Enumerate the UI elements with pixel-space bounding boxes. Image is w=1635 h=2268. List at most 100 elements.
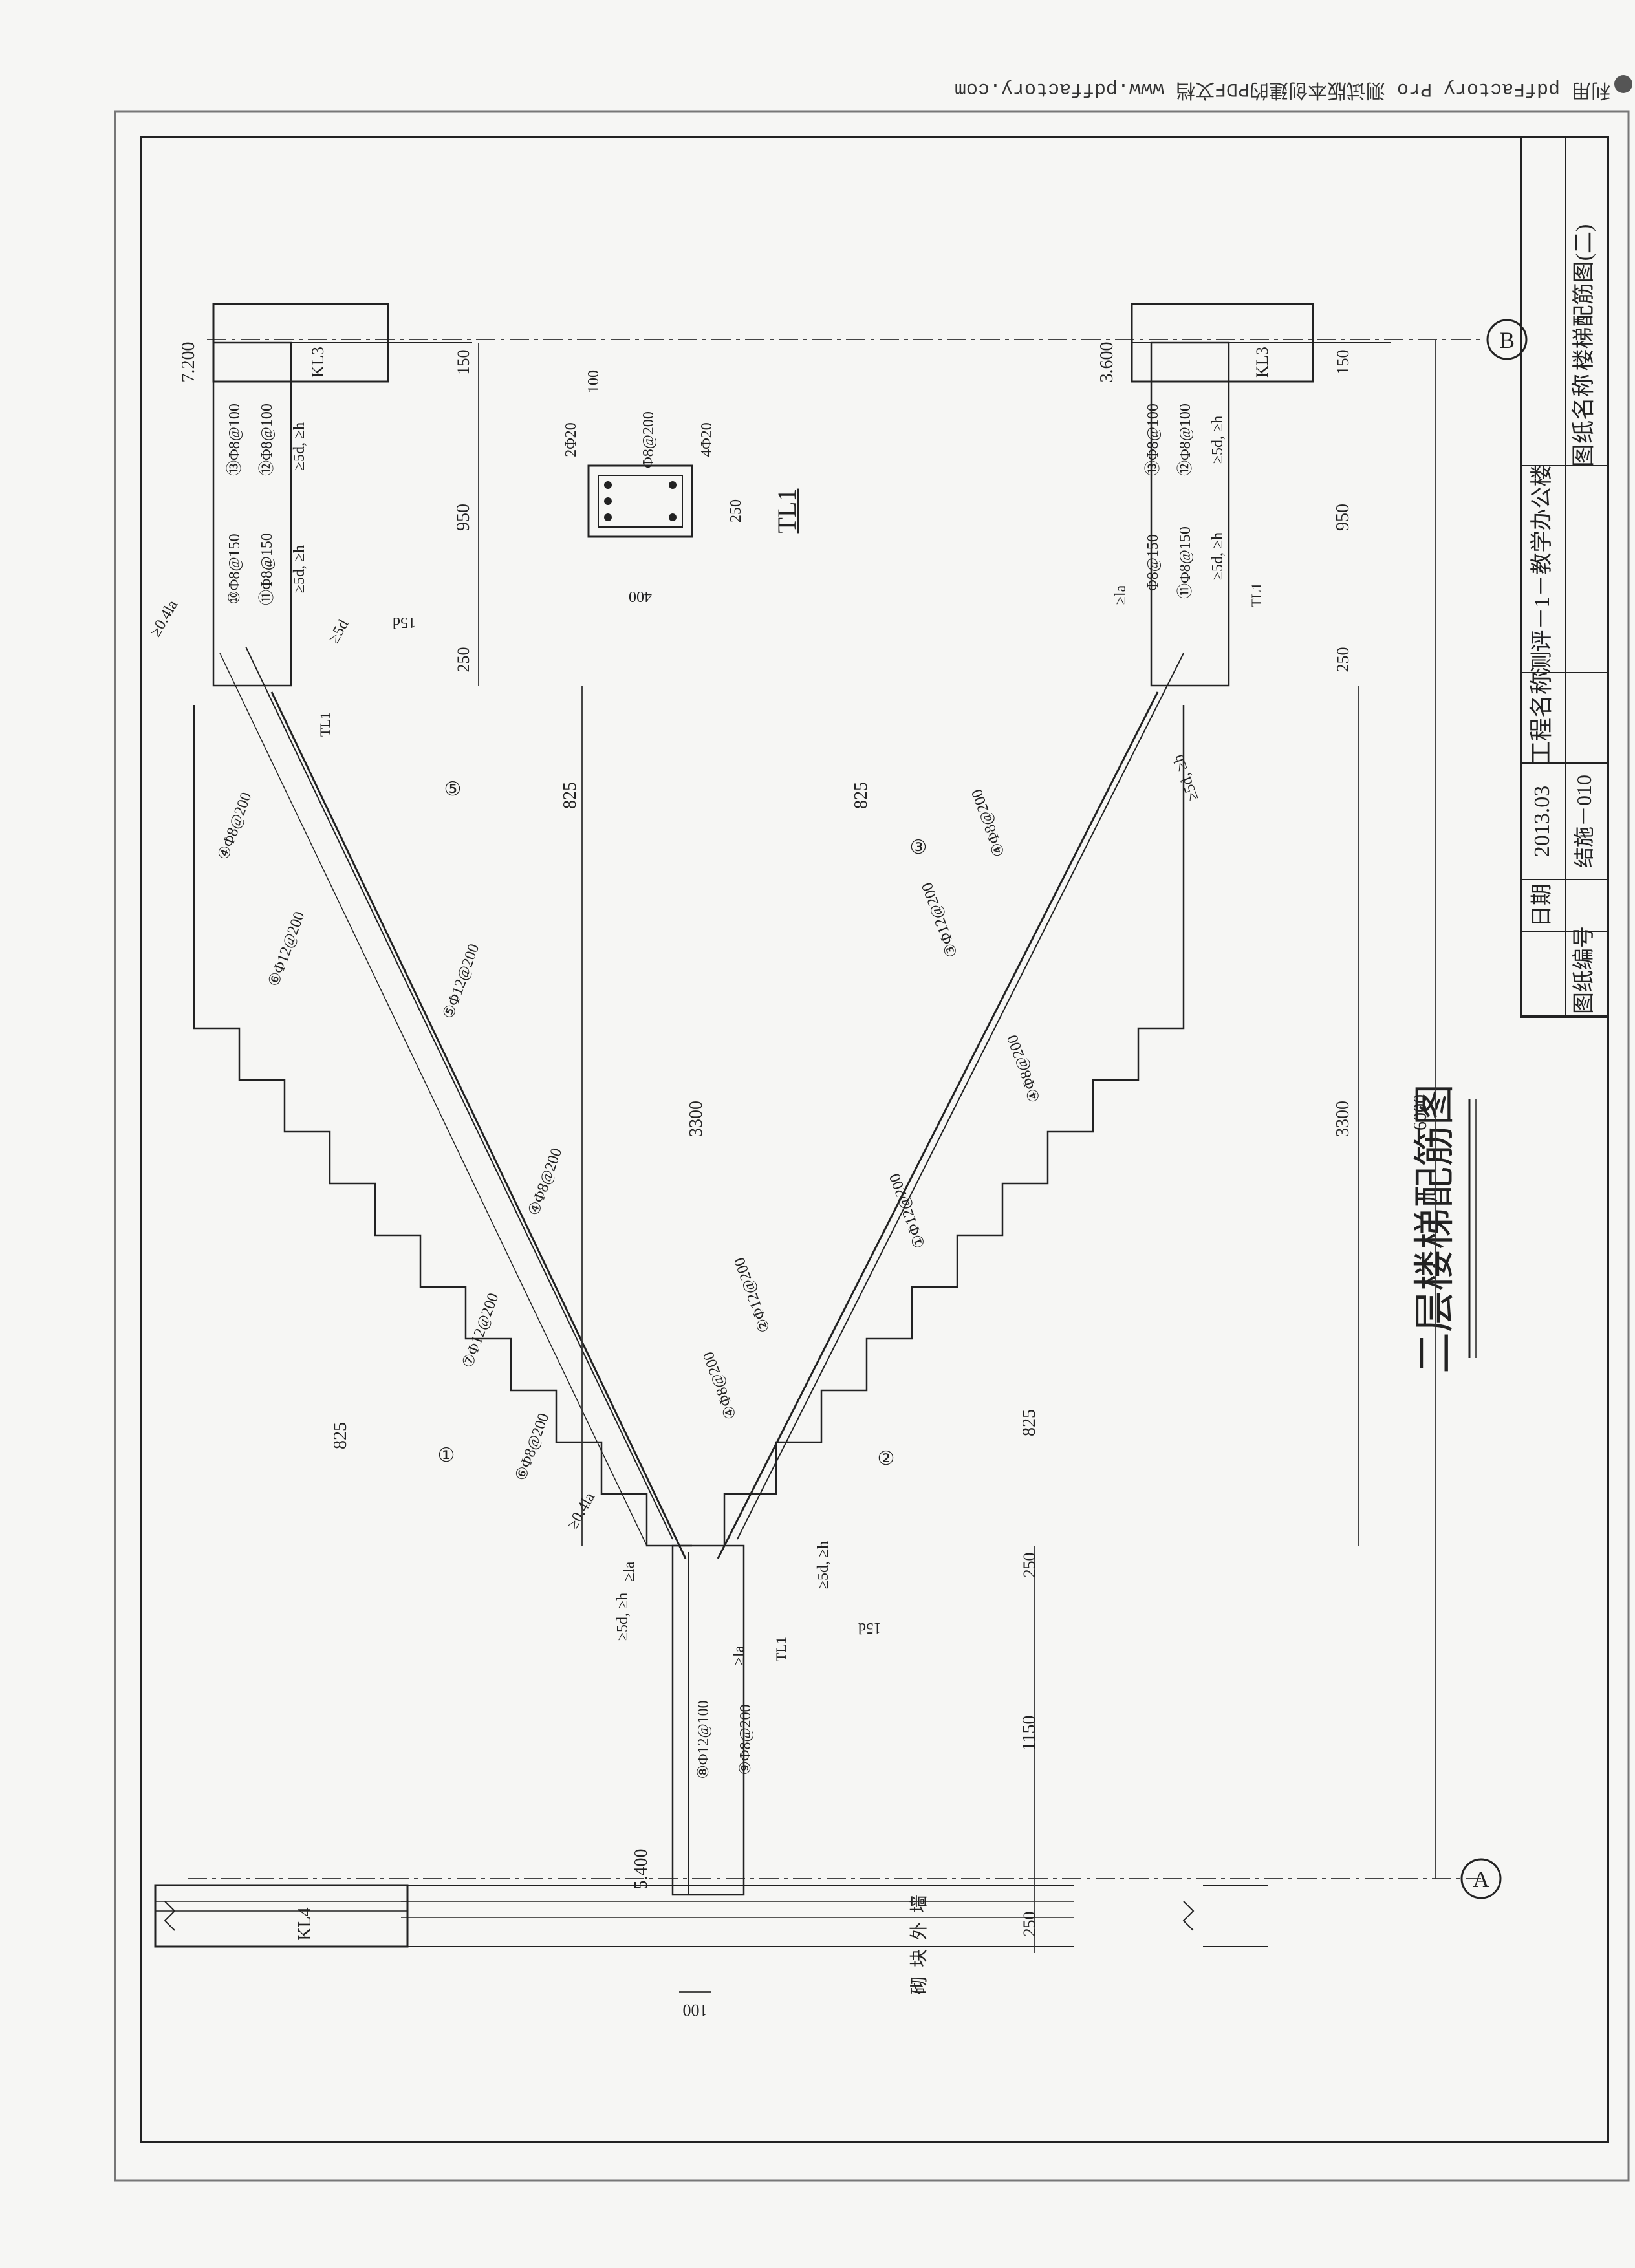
svg-text:15d: 15d: [858, 1619, 882, 1636]
svg-text:≥5d: ≥5d: [325, 617, 352, 646]
inner-frame: [140, 136, 1609, 2143]
drawing-title: 二层楼梯配筋图: [1412, 1084, 1458, 1374]
svg-text:④Φ8@200: ④Φ8@200: [1004, 1033, 1045, 1105]
svg-text:950: 950: [453, 504, 473, 531]
svg-text:②: ②: [878, 1448, 895, 1469]
svg-text:6000: 6000: [1411, 1094, 1431, 1130]
svg-text:二层楼梯配筋图: 二层楼梯配筋图: [1412, 1084, 1458, 1374]
axis-b-label: B: [1499, 327, 1515, 353]
title-block: 楼梯配筋图(二) 图纸名称 测评－1－教学办公楼 工程名称 2013.03 日期…: [1520, 136, 1609, 1018]
flight-right: [717, 653, 1185, 1559]
svg-text:⑥Φ12@200: ⑥Φ12@200: [265, 909, 308, 989]
svg-text:825: 825: [560, 782, 580, 809]
svg-text:⑬Φ8@100: ⑬Φ8@100: [226, 404, 243, 476]
svg-text:≥5d, ≥h: ≥5d, ≥h: [1209, 416, 1226, 464]
dimension-lines: [478, 340, 1436, 1993]
svg-text:≥la: ≥la: [731, 1645, 748, 1665]
svg-text:TL1: TL1: [1248, 583, 1264, 607]
svg-text:⑩Φ8@150: ⑩Φ8@150: [226, 534, 243, 604]
svg-text:≥5d, ≥h: ≥5d, ≥h: [614, 1593, 631, 1641]
date-value: 2013.03: [1530, 786, 1554, 858]
svg-text:④Φ8@200: ④Φ8@200: [215, 790, 255, 862]
svg-text:⑪Φ8@150: ⑪Φ8@150: [1176, 526, 1194, 599]
kl4-label: KL4: [295, 1907, 315, 1940]
tl1-cover: 100: [585, 370, 602, 393]
svg-text:TL1: TL1: [317, 712, 333, 737]
watermark: 利用 pdfFactory Pro 测试版本创建的PDF文档 www.pdffa…: [955, 78, 1610, 101]
svg-text:≥5d, ≥h: ≥5d, ≥h: [291, 545, 308, 593]
project-label: 工程名称: [1528, 671, 1554, 764]
watermark-logo-icon: [1614, 75, 1632, 93]
svg-text:100: 100: [683, 2001, 708, 2020]
number-value: 结施－010: [1572, 775, 1596, 868]
svg-text:⑪Φ8@150: ⑪Φ8@150: [258, 533, 276, 605]
svg-text:≥la: ≥la: [621, 1561, 638, 1581]
svg-text:⑤Φ12@200: ⑤Φ12@200: [440, 942, 482, 1021]
svg-text:④Φ8@200: ④Φ8@200: [969, 787, 1009, 859]
svg-text:≥5d, ≥h: ≥5d, ≥h: [815, 1541, 832, 1589]
svg-text:≥5d, ≥h: ≥5d, ≥h: [291, 422, 308, 470]
svg-text:3300: 3300: [1333, 1101, 1353, 1137]
svg-text:≥la: ≥la: [1112, 585, 1129, 605]
svg-text:≥0.4la: ≥0.4la: [565, 1490, 599, 1533]
project-value: 测评－1－教学办公楼: [1530, 465, 1554, 674]
flight-marks: ⑤ ③ ① ②: [438, 779, 927, 1469]
kl3-right-label: KL3: [1253, 347, 1272, 378]
svg-text:利用 pdfFactory Pro 测试版本创建的PDF文档: 利用 pdfFactory Pro 测试版本创建的PDF文档 www.pdffa…: [955, 78, 1610, 101]
svg-text:1150: 1150: [1019, 1716, 1039, 1751]
bottom-landing: 5.400: [631, 1544, 745, 1896]
svg-text:825: 825: [851, 782, 871, 809]
svg-text:150: 150: [454, 350, 473, 375]
svg-text:15d: 15d: [393, 614, 416, 631]
kl3-left-label: KL3: [309, 347, 327, 378]
tl1-title: TL1: [772, 489, 801, 534]
svg-text:825: 825: [330, 1422, 351, 1449]
svg-text:⑫Φ8@100: ⑫Φ8@100: [258, 404, 276, 476]
anchorage-notes: ≥5d, ≥h ≥5d, ≥h ≥5d, ≥h ≥5d, ≥h ≥5d, ≥h …: [147, 416, 1226, 1665]
date-label: 日期: [1530, 883, 1554, 927]
axis-a-bubble: [1460, 1858, 1502, 1899]
top-right-landing: KL3 3.600: [1097, 303, 1391, 687]
svg-text:250: 250: [1020, 1553, 1039, 1578]
svg-text:≥0.4la: ≥0.4la: [147, 598, 182, 640]
svg-text:③: ③: [910, 837, 927, 858]
outer-frame: [114, 110, 1630, 2182]
flight-left: [193, 646, 692, 1559]
wall-label: 砌块外墙: [909, 1886, 929, 1994]
svg-text:⑨Φ8@200: ⑨Φ8@200: [737, 1704, 754, 1775]
svg-text:825: 825: [1019, 1409, 1039, 1436]
elev-mid: 3.600: [1097, 342, 1117, 383]
svg-text:⑥Φ8@200: ⑥Φ8@200: [513, 1411, 553, 1483]
rebar-labels: ④Φ8@200 ⑥Φ12@200 ⑤Φ12@200 ④Φ8@200 ⑦Φ12@2…: [215, 404, 1194, 1778]
elev-bottom: 5.400: [631, 1849, 651, 1890]
wall-kl4: KL4 砌块外墙: [154, 1884, 1268, 1994]
svg-text:≥5d, ≥h: ≥5d, ≥h: [1209, 532, 1226, 580]
svg-text:④Φ8@200: ④Φ8@200: [526, 1146, 566, 1218]
svg-text:②Φ12@200: ②Φ12@200: [731, 1255, 774, 1335]
axis-b-bubble: [1486, 319, 1528, 360]
top-left-landing: KL3 7.200: [179, 303, 472, 687]
svg-text:⑧Φ12@100: ⑧Φ12@100: [695, 1700, 712, 1778]
drawing-label: 图纸名称: [1570, 374, 1596, 467]
svg-text:⑤: ⑤: [444, 779, 462, 800]
svg-text:250: 250: [454, 647, 473, 673]
svg-text:TL1: TL1: [773, 1637, 789, 1661]
svg-text:≥5d, ≥h: ≥5d, ≥h: [1169, 752, 1202, 803]
svg-text:950: 950: [1333, 504, 1353, 531]
tl1-bottom-bars: 4Φ20: [698, 422, 715, 457]
tl1-section: 2Φ20 Φ8@200 4Φ20 250 400 100 TL1: [563, 370, 801, 605]
drawing-value: 楼梯配筋图(二): [1572, 224, 1596, 371]
tl1-top-bars: 2Φ20: [563, 422, 579, 457]
number-label: 图纸编号: [1572, 926, 1596, 1014]
svg-text:⑬Φ8@100: ⑬Φ8@100: [1144, 404, 1162, 476]
elev-top: 7.200: [179, 342, 199, 383]
dimension-texts: 950 150 250 950 150 250 825 825 825 825 …: [330, 350, 1431, 2020]
svg-text:①: ①: [438, 1445, 455, 1466]
svg-text:⑫Φ8@100: ⑫Φ8@100: [1176, 404, 1194, 476]
tl1-height: 250: [728, 499, 744, 523]
tl1-markers: TL1 TL1 TL1: [317, 583, 1264, 1661]
svg-text:150: 150: [1334, 350, 1352, 375]
svg-text:250: 250: [1020, 1912, 1039, 1937]
svg-text:③Φ12@200: ③Φ12@200: [918, 880, 961, 960]
svg-text:Φ8@150: Φ8@150: [1145, 534, 1162, 591]
